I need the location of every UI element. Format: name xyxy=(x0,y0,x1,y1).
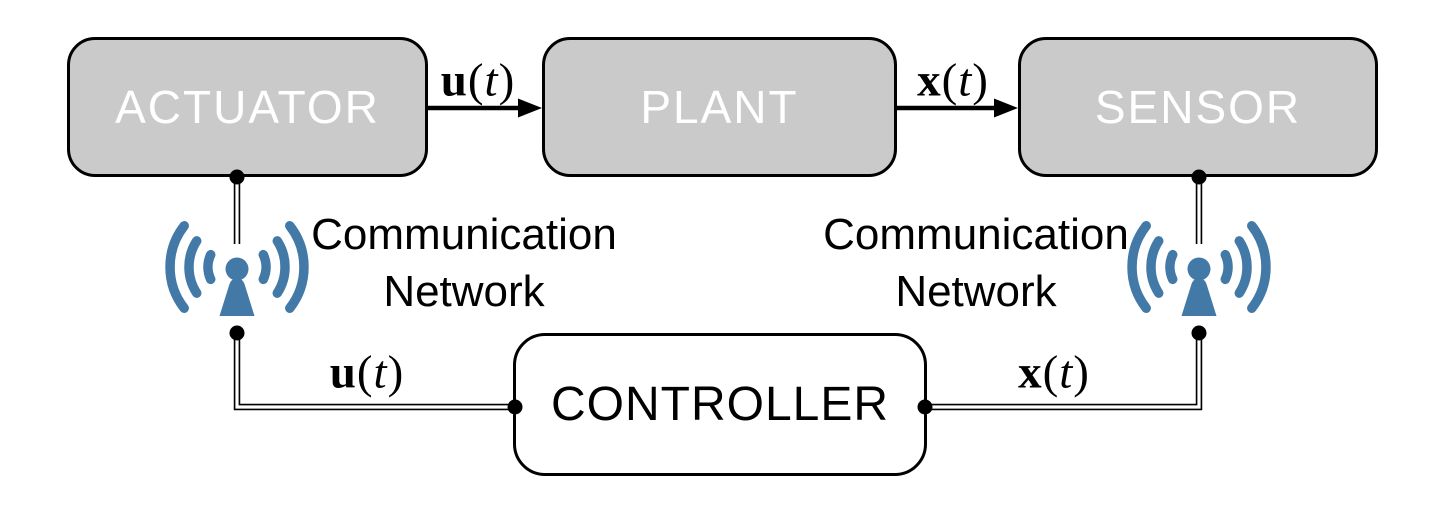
paren-open: ( xyxy=(467,54,485,107)
signal-x-var: x xyxy=(917,54,942,107)
communication-network-label-right: Communication Network xyxy=(823,206,1129,320)
junction-dot-actuator xyxy=(229,169,245,185)
paren-open: ( xyxy=(356,346,374,399)
paren-close: ) xyxy=(387,346,405,399)
plant-box: PLANT xyxy=(542,37,897,177)
junction-dot-controller-right xyxy=(917,399,933,415)
signal-u-var: u xyxy=(440,54,468,107)
network-link-right xyxy=(926,179,1203,411)
junction-dot-wifi-right xyxy=(1191,325,1207,341)
communication-network-label-left: Communication Network xyxy=(311,206,617,320)
signal-label-x-bottom: x(t) xyxy=(1018,346,1090,399)
controller-label: CONTROLLER xyxy=(550,377,890,431)
arrow-actuator-to-plant xyxy=(428,98,542,118)
signal-label-u-bottom: u(t) xyxy=(329,346,405,399)
communication-line: Communication xyxy=(823,210,1129,259)
paren-close: ) xyxy=(498,54,516,107)
junction-dot-sensor xyxy=(1191,169,1207,185)
paren-open: ( xyxy=(941,54,959,107)
signal-u-arg: t xyxy=(484,54,499,107)
communication-line: Communication xyxy=(311,210,617,259)
signal-u-arg: t xyxy=(373,346,388,399)
network-link-left xyxy=(233,179,514,411)
paren-open: ( xyxy=(1042,346,1060,399)
junction-dot-controller-left xyxy=(507,399,523,415)
network-line: Network xyxy=(895,267,1057,316)
signal-u-var: u xyxy=(329,346,357,399)
sensor-label: SENSOR xyxy=(1094,81,1302,133)
signal-x-arg: t xyxy=(958,54,973,107)
paren-close: ) xyxy=(972,54,989,107)
signal-label-x-top: x(t) xyxy=(917,54,989,107)
actuator-label: ACTUATOR xyxy=(115,81,380,133)
network-line: Network xyxy=(383,267,545,316)
plant-label: PLANT xyxy=(640,81,799,133)
paren-close: ) xyxy=(1073,346,1090,399)
junction-dot-wifi-left xyxy=(229,325,245,341)
actuator-box: ACTUATOR xyxy=(67,37,428,177)
signal-label-u-top: u(t) xyxy=(440,54,516,107)
controller-box: CONTROLLER xyxy=(513,333,927,476)
signal-x-arg: t xyxy=(1059,346,1074,399)
arrow-plant-to-sensor xyxy=(897,98,1018,118)
signal-x-var: x xyxy=(1018,346,1043,399)
